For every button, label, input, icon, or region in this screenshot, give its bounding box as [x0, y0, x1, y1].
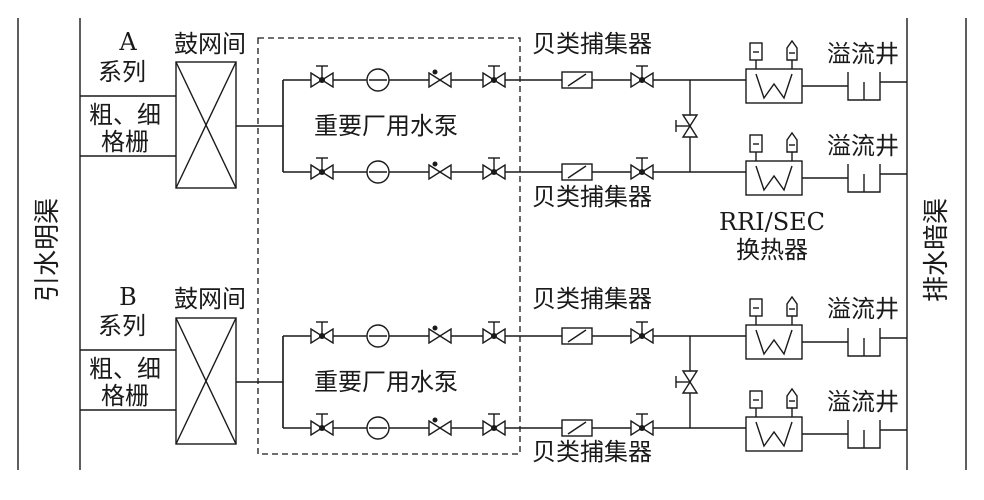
- overflow-a-lower-label: 溢流井: [827, 132, 899, 160]
- train-a-upper-outlet-valve: [482, 65, 506, 89]
- train-b-lower-check-valve: [428, 417, 452, 437]
- train-b: B 系列 鼓网间 粗、细 格栅 重要厂用水泵 贝类捕集器 贝类捕集器 溢流井 溢…: [80, 283, 907, 466]
- drum-screen-a: [175, 61, 237, 189]
- train-b-upper-inlet-valve: [310, 321, 334, 345]
- train-a-upper-overflow-well: [847, 72, 881, 101]
- series-a-word: 系列: [98, 58, 146, 86]
- train-b-lower-heat-exchanger: [745, 387, 803, 452]
- train-b-upper-check-valve: [428, 325, 452, 345]
- train-b-upper-pump: [366, 324, 390, 348]
- train-b-upper-heat-exchanger: [745, 295, 803, 360]
- overflow-b-upper-label: 溢流井: [827, 295, 899, 323]
- overflow-b-lower-label: 溢流井: [827, 388, 899, 416]
- series-b-letter: B: [119, 283, 137, 311]
- train-a-lower-overflow-well: [847, 164, 881, 193]
- pump-b-label: 重要厂用水泵: [314, 368, 458, 396]
- train-b-upper-outlet-valve: [482, 321, 506, 345]
- train-b-lower-inlet-valve: [310, 413, 334, 437]
- train-b-lower-collector-valve: [630, 413, 654, 437]
- heat-exchanger-label-line2: 换热器: [736, 236, 808, 264]
- collector-b-upper-label: 贝类捕集器: [532, 285, 652, 313]
- train-b-lower-overflow-well: [847, 420, 881, 449]
- train-a-lower-inlet-valve: [310, 157, 334, 181]
- train-a-lower-heat-exchanger: [745, 131, 803, 196]
- collector-b-lower-label: 贝类捕集器: [532, 438, 652, 466]
- train-a-lower-outlet-valve: [482, 157, 506, 181]
- train-b-upper-collector-valve: [630, 321, 654, 345]
- grating-b-line1: 粗、细: [89, 355, 161, 383]
- train-a-upper-pump: [366, 68, 390, 92]
- train-a-crossover-valve: [675, 114, 699, 138]
- train-b-upper-shell-collector: [561, 327, 593, 345]
- grating-a-line2: 格栅: [101, 128, 149, 156]
- series-a-letter: A: [118, 28, 137, 56]
- heat-exchanger-label-line1: RRI/SEC: [719, 208, 825, 236]
- train-a-lower-check-valve: [428, 161, 452, 181]
- train-a-upper-inlet-valve: [310, 65, 334, 89]
- pump-a-label: 重要厂用水泵: [314, 112, 458, 140]
- grating-b-line2: 格栅: [101, 382, 149, 410]
- drum-screen-b: [175, 317, 237, 445]
- train-b-lower-shell-collector: [561, 419, 593, 437]
- train-a-lower-shell-collector: [561, 163, 593, 181]
- train-b-lower-pump: [366, 416, 390, 440]
- train-a-upper-collector-valve: [630, 65, 654, 89]
- train-b-lower-outlet-valve: [482, 413, 506, 437]
- collector-a-lower-label: 贝类捕集器: [532, 183, 652, 211]
- drum-screen-b-cross2: [175, 317, 237, 445]
- train-a-upper-heat-exchanger: [745, 39, 803, 104]
- train-a-upper-shell-collector: [561, 71, 593, 89]
- collector-a-upper-label: 贝类捕集器: [532, 30, 652, 58]
- discharge-channel-label: 排水暗渠: [922, 198, 952, 302]
- train-a: A 系列 鼓网间 粗、细 格栅 重要厂用水泵 贝类捕集器 贝类捕集器 溢流井 溢…: [80, 28, 907, 211]
- drum-screen-a-cross2: [175, 61, 237, 189]
- pump-house-boundary: [257, 37, 521, 455]
- train-a-lower-collector-valve: [630, 157, 654, 181]
- intake-channel-label: 引水明渠: [33, 198, 63, 302]
- grating-a-line1: 粗、细: [89, 101, 161, 129]
- drum-screen-a-label: 鼓网间: [174, 30, 246, 58]
- series-b-word: 系列: [98, 312, 146, 340]
- train-a-upper-check-valve: [428, 69, 452, 89]
- train-b-crossover-valve: [675, 370, 699, 394]
- overflow-a-upper-label: 溢流井: [827, 40, 899, 68]
- drum-screen-b-label: 鼓网间: [174, 285, 246, 313]
- train-b-upper-overflow-well: [847, 328, 881, 357]
- train-a-lower-pump: [366, 160, 390, 184]
